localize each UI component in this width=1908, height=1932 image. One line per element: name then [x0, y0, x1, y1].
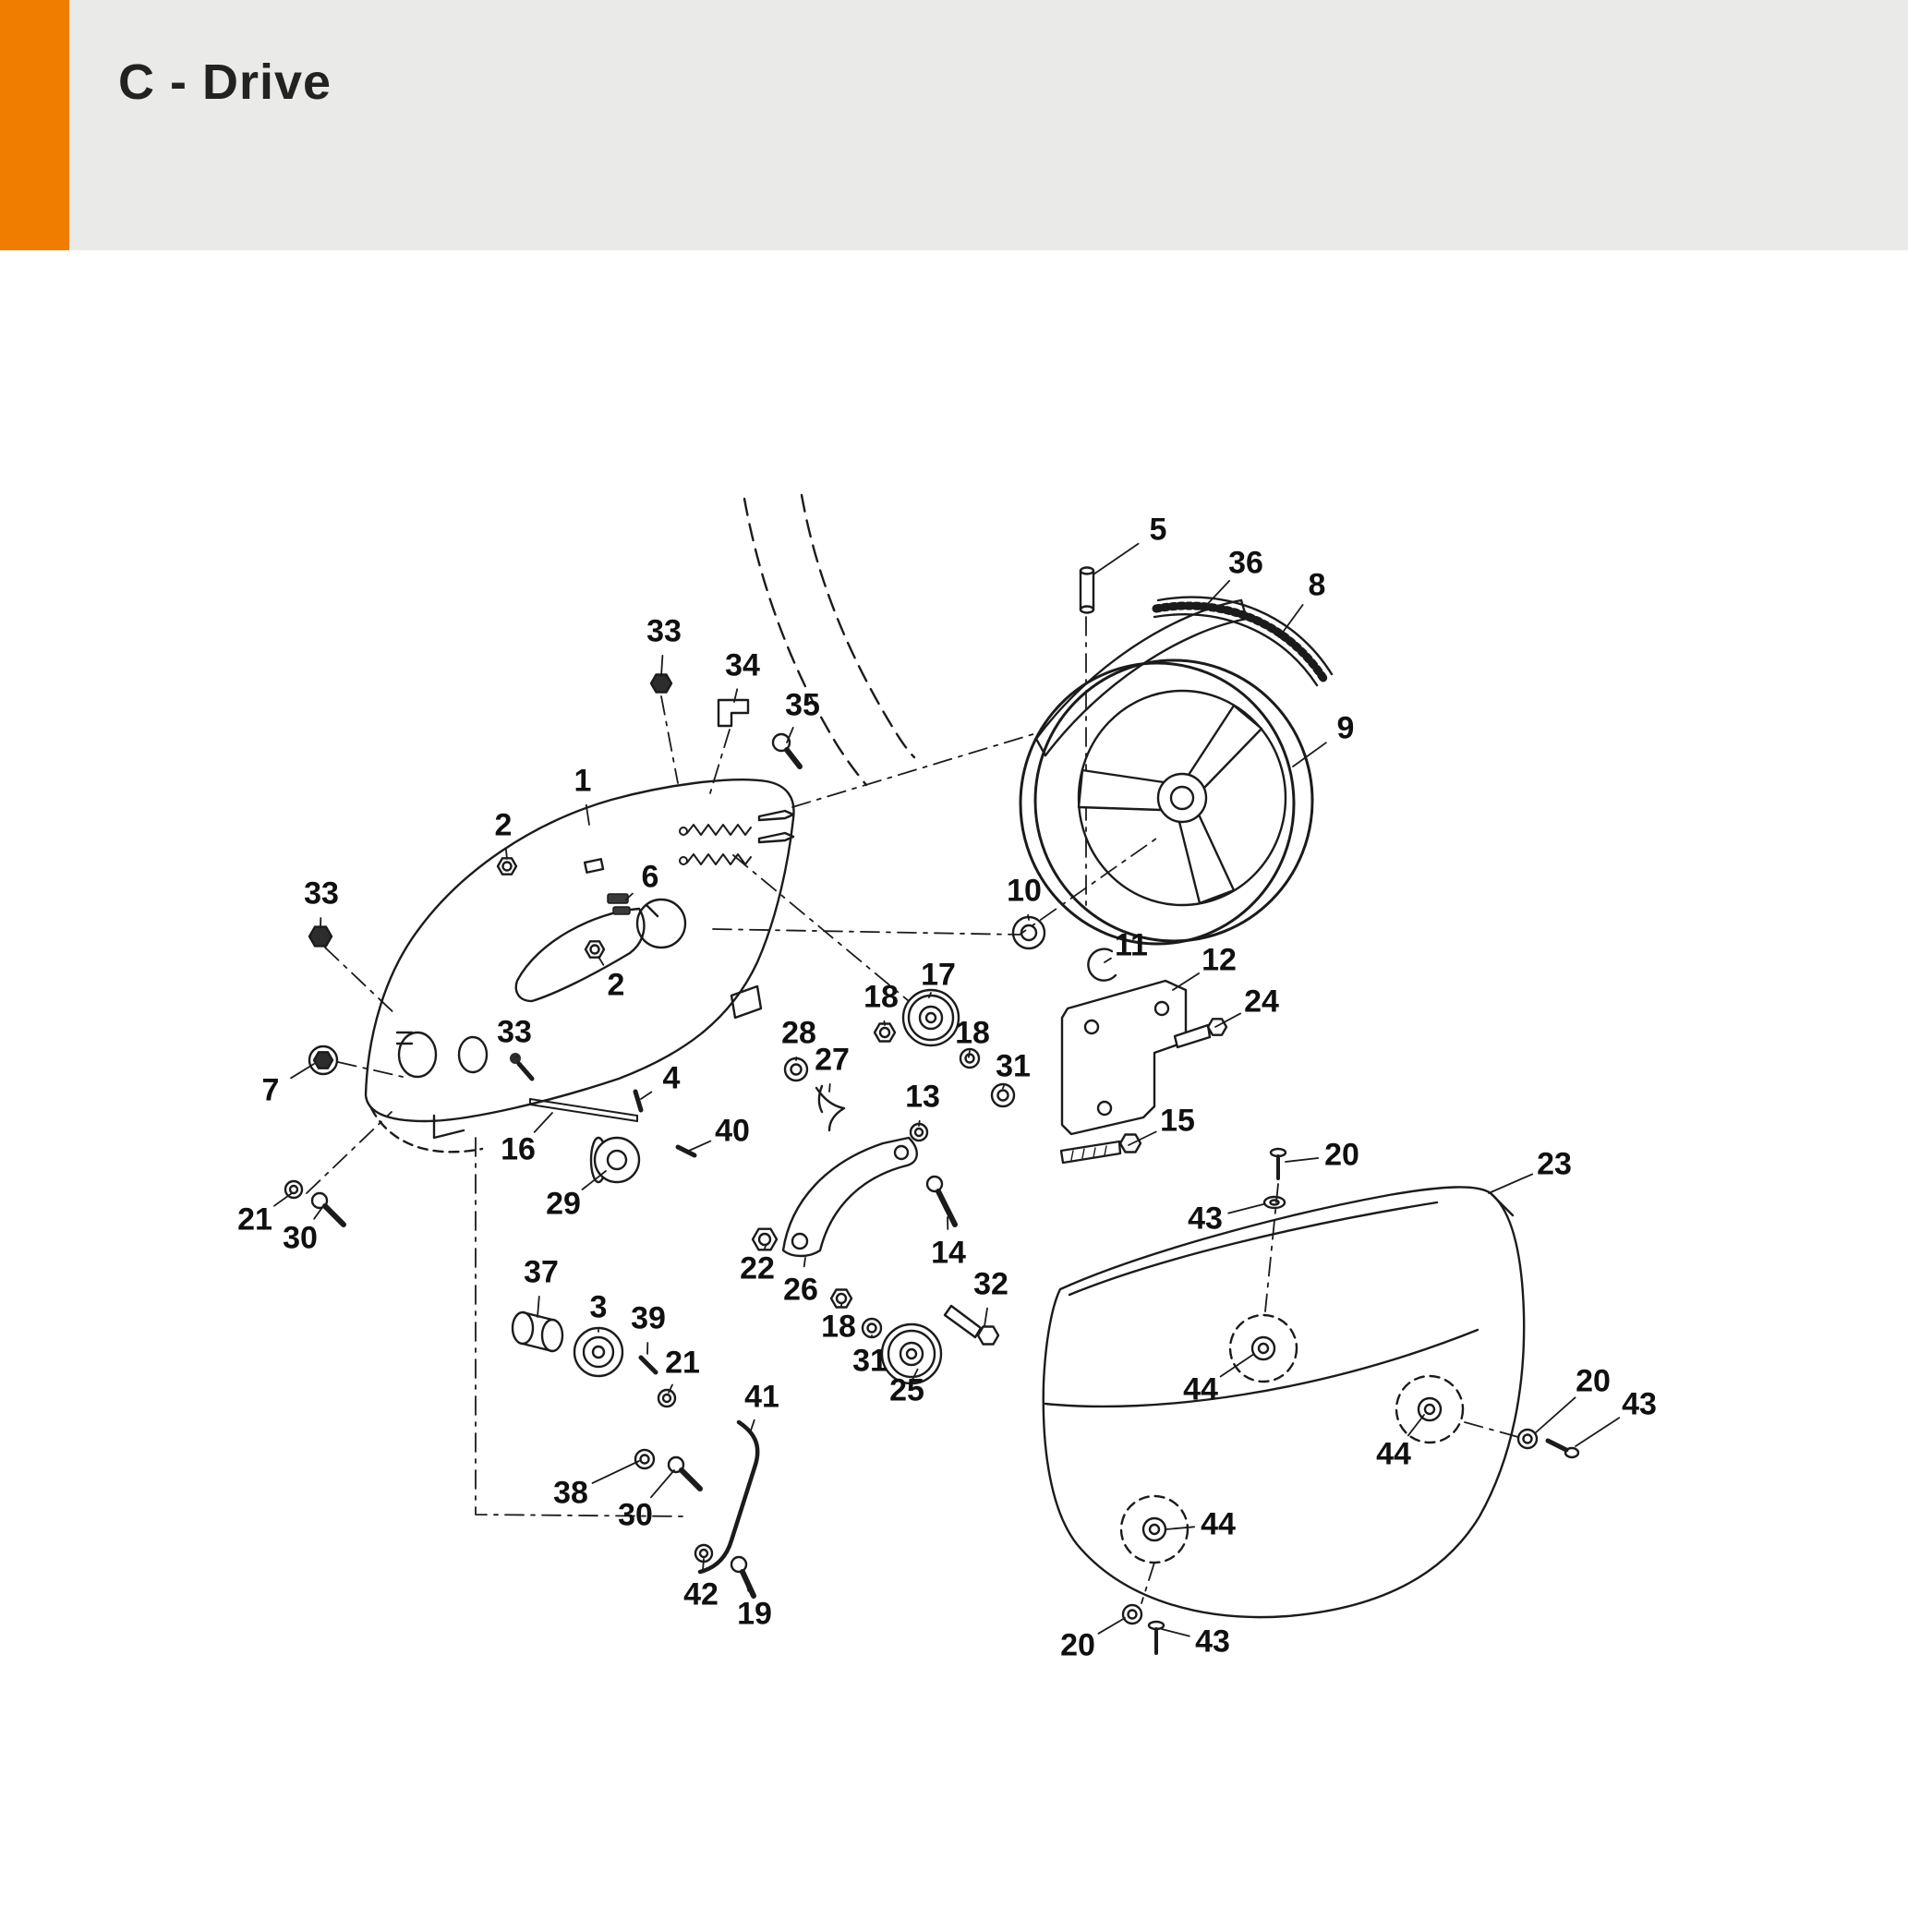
handle-tube-right [800, 493, 916, 759]
part-16-rod [529, 1098, 638, 1122]
part-33-stud [510, 1053, 535, 1081]
part-14-bolt [925, 1175, 958, 1227]
part-18-nut [873, 1022, 897, 1043]
part-22-nut [751, 1227, 779, 1251]
part-10-bearing [1011, 915, 1046, 950]
part-43-screw [1545, 1438, 1580, 1459]
part-41-wire-link [697, 1419, 760, 1575]
construction-lines [306, 616, 1519, 1604]
part-38-washer [634, 1448, 656, 1470]
part-24-bolt [1173, 1018, 1228, 1049]
part-23-belt-cover [1042, 1186, 1526, 1619]
part-11-snap-ring [1087, 948, 1117, 982]
part-30-bolt [667, 1455, 703, 1491]
part-33-nut [308, 925, 333, 948]
part-26-tensioner-arm [781, 1136, 918, 1258]
part-17-belt-roller [901, 988, 960, 1047]
page-title: C - Drive [118, 54, 332, 110]
part-12-bracket [1060, 979, 1188, 1136]
part-30-bolt [310, 1191, 346, 1227]
part-32-bolt [943, 1304, 1000, 1346]
part-21-washer [284, 1179, 304, 1200]
part-8-toothed-belt [1152, 596, 1334, 687]
part-4-pin [633, 1089, 644, 1113]
part-18-nut [829, 1288, 853, 1309]
part-3-roller [573, 1326, 624, 1378]
tension-springs [679, 824, 752, 865]
cable-ends [757, 809, 795, 844]
part-25-belt-roller [880, 1322, 943, 1385]
part-31-washer [990, 1082, 1016, 1108]
leader-lines [273, 542, 1621, 1637]
part-43-washer [1262, 1195, 1286, 1210]
orange-accent-bar [0, 0, 69, 250]
part-34-clip [717, 698, 750, 728]
part-20-washer [1121, 1603, 1143, 1625]
part-5-pin [1079, 566, 1095, 614]
part-29-roller [589, 1136, 641, 1184]
part-35-screw [771, 732, 803, 769]
part-28-bushing [783, 1057, 809, 1082]
part-2-nut [584, 940, 606, 959]
part-2-nut [496, 857, 518, 875]
part-37-bushing [511, 1310, 564, 1353]
part-9-pulley-wheel [1019, 658, 1314, 946]
part-40-pin [675, 1144, 697, 1158]
part-21-washer [657, 1388, 677, 1408]
handle-tube-left [743, 497, 868, 787]
part-27-spring-clip [815, 1084, 846, 1132]
part-20-screw [1269, 1147, 1287, 1180]
part-33-nut [649, 673, 673, 694]
part-7-flange-nut [308, 1044, 339, 1076]
page-header: C - Drive [0, 0, 1908, 250]
part-20-washer [1516, 1428, 1539, 1450]
part-44-mount-bosses [1119, 1313, 1465, 1564]
part-15-bolt [1059, 1133, 1142, 1165]
part-39-pin [638, 1355, 658, 1375]
part-19-bolt [730, 1555, 756, 1599]
part-31-washer [861, 1317, 883, 1339]
part-6-clamp [607, 893, 631, 915]
part-1-mounting-plate [364, 779, 795, 1153]
part-43-screw [1147, 1620, 1165, 1655]
